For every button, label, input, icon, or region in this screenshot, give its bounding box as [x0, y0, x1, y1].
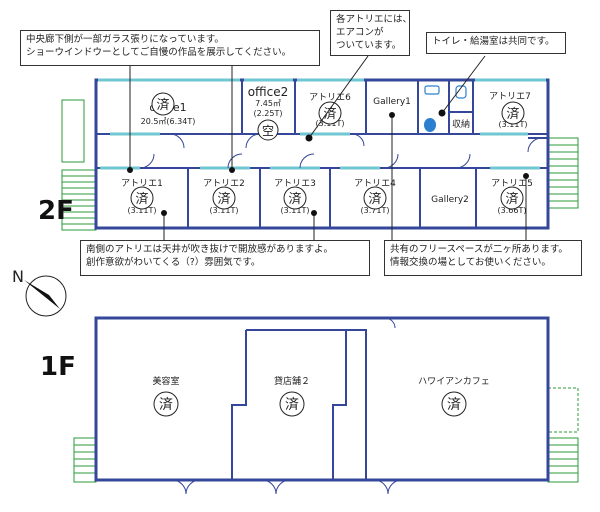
north-arrow-icon	[24, 280, 60, 309]
status-stamp: 済	[285, 397, 299, 413]
note-line: 南側のアトリエは天井が吹き抜けで開放感がありますよ。	[86, 244, 334, 255]
sink-icon	[455, 85, 467, 99]
room-name: 収納	[452, 118, 470, 130]
room-name: Gallery2	[431, 195, 469, 205]
note-line: 中央廊下側が一部ガラス張りになっています。	[26, 34, 224, 45]
status-stamp: 済	[217, 191, 230, 207]
compass: N	[12, 267, 67, 317]
room-salon: 美容室 済	[152, 375, 180, 417]
room-area: (3.11T)	[281, 206, 310, 215]
toilet-icon	[424, 85, 440, 132]
room-gallery2: Gallery2	[431, 195, 469, 205]
status-stamp: 済	[159, 397, 173, 413]
status-stamp: 済	[288, 191, 301, 207]
room-name: アトリエ6	[309, 93, 351, 103]
walls-1f	[94, 316, 550, 482]
note-aircon: 各アトリエには、 エアコンが ついています。	[330, 10, 413, 56]
room-name: office2	[248, 85, 289, 99]
room-area: (3.11T)	[128, 206, 157, 215]
room-name: 美容室	[152, 375, 179, 387]
room-area: 20.5㎡(6.34T)	[141, 117, 196, 126]
room-office1: office1 20.5㎡(6.34T) 済	[141, 92, 196, 126]
floor-label-1f: 1F	[40, 352, 76, 382]
stairs-2f-left	[61, 99, 97, 231]
room-atelier7: アトリエ7 (3.11T) 済	[489, 92, 531, 129]
status-stamp: 済	[368, 191, 381, 207]
status-stamp: 済	[447, 397, 461, 413]
glass-walls	[98, 78, 546, 170]
room-area: 7.45㎡	[255, 99, 281, 108]
room-storage: 収納	[452, 118, 470, 130]
room-atelier2: アトリエ2 (3.11T) 済	[203, 179, 245, 215]
room-area: (3.11T)	[210, 206, 239, 215]
note-line: 共有のフリースペースが二ヶ所あります。	[390, 244, 568, 255]
note-line: ついています。	[336, 39, 402, 51]
status-stamp: 済	[156, 97, 169, 113]
leader-lines	[127, 55, 529, 240]
status-stamp: 済	[505, 191, 518, 207]
doors-1f	[171, 317, 403, 495]
doors-2f	[139, 133, 543, 169]
room-area: (3.66T)	[498, 206, 527, 215]
room-name: アトリエ2	[203, 179, 245, 189]
note-line: 各アトリエには、	[336, 14, 413, 25]
room-name: アトリエ1	[121, 179, 163, 189]
room-area: (3.71T)	[361, 206, 390, 215]
note-line: 創作意欲がわいてくる（?）雰囲気です。	[86, 256, 261, 268]
note-toilet: トイレ・給湯室は共同です。	[426, 32, 566, 54]
status-stamp: 空	[262, 124, 274, 138]
room-name: アトリエ3	[274, 179, 316, 189]
room-atelier4: アトリエ4 (3.71T) 済	[354, 179, 396, 215]
status-stamp: 済	[323, 106, 336, 122]
room-tatami: (2.25T)	[254, 109, 283, 118]
room-shop2: 貸店舗２ 済	[274, 375, 310, 417]
stairs-1f-right	[547, 387, 579, 483]
stairs-2f-right	[547, 137, 579, 209]
room-atelier3: アトリエ3 (3.11T) 済	[274, 179, 316, 215]
note-free-space: 共有のフリースペースが二ヶ所あります。 情報交換の場としてお使いください。	[384, 240, 582, 276]
room-atelier1: アトリエ1 (3.11T) 済	[121, 179, 163, 215]
note-line: エアコンが	[336, 26, 384, 38]
note-corridor: 中央廊下側が一部ガラス張りになっています。 ショーウインドウーとしてご自慢の作品…	[20, 30, 320, 66]
room-atelier5: アトリエ5 (3.66T) 済	[491, 179, 533, 215]
room-name: アトリエ7	[489, 92, 531, 102]
status-stamp: 済	[506, 106, 519, 122]
room-office2: office2 7.45㎡ (2.25T) 空	[248, 85, 289, 141]
note-line: ショーウインドウーとしてご自慢の作品を展示してください。	[26, 46, 292, 58]
room-name: ハワイアンカフェ	[418, 376, 490, 387]
compass-label: N	[12, 267, 24, 286]
room-cafe: ハワイアンカフェ 済	[418, 376, 490, 417]
room-gallery1: Gallery1	[373, 97, 411, 107]
note-south: 南側のアトリエは天井が吹き抜けで開放感がありますよ。 創作意欲がわいてくる（?）…	[80, 240, 370, 276]
note-line: 情報交換の場としてお使いください。	[390, 256, 551, 268]
floor-label-2f: 2F	[38, 196, 74, 226]
status-stamp: 済	[135, 191, 148, 207]
note-line: トイレ・給湯室は共同です。	[432, 36, 555, 47]
stairs-1f-left	[73, 437, 97, 483]
room-name: Gallery1	[373, 97, 411, 107]
room-atelier6: アトリエ6 (3.11T) 済	[309, 93, 351, 128]
room-name: アトリエ4	[354, 179, 396, 189]
room-name: アトリエ5	[491, 179, 533, 189]
room-name: 貸店舗２	[274, 375, 310, 387]
